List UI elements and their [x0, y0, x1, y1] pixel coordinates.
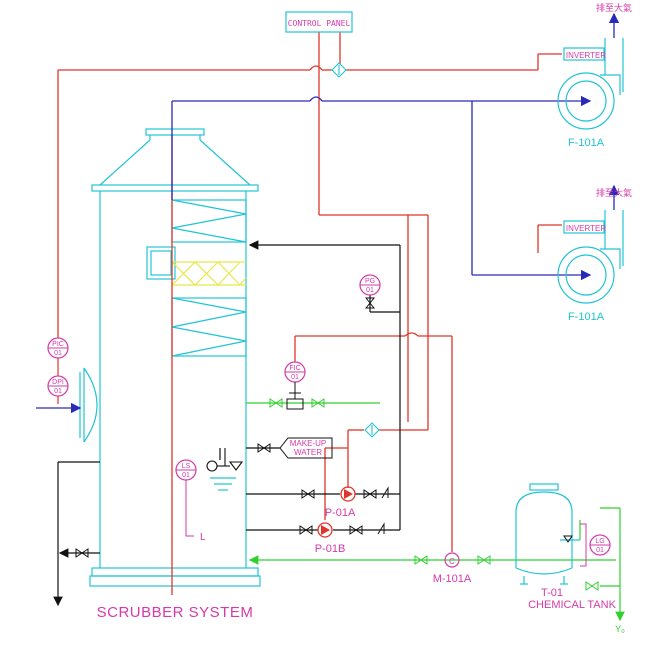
pg-top: PG	[365, 278, 375, 285]
pic-top: PIC	[52, 341, 64, 348]
makeup-line1: MAKE-UP	[290, 439, 326, 448]
valves-green	[269, 398, 599, 591]
makeup-water-tag: MAKE-UP WATER	[279, 437, 333, 459]
exhaust-bottom-label: 排至大氣	[596, 187, 632, 198]
pg-bottom: 01	[366, 287, 374, 294]
mixer-label: M-101A	[433, 573, 472, 585]
signal-lines-red	[57, 32, 562, 595]
fan-top-label: F-101A	[568, 137, 605, 149]
svg-text:C: C	[449, 557, 455, 566]
pump-a	[340, 486, 356, 502]
instrument-lg: LG 01	[589, 534, 611, 556]
inverter-top-label: INVERTER	[566, 51, 607, 60]
float-switch	[206, 448, 244, 472]
dpi-bottom: 01	[54, 388, 62, 395]
pump-b-label: P-01B	[315, 543, 346, 555]
fan-bottom-label: F-101A	[568, 311, 605, 323]
y0-label: Y₀	[615, 624, 625, 634]
instrument-fic: FIC 01	[284, 361, 306, 383]
exhaust-top-label: 排至大氣	[596, 2, 632, 13]
fan-top	[557, 38, 624, 130]
lg-top: LG	[595, 538, 604, 545]
chemical-lines-green	[246, 402, 625, 622]
system-title: SCRUBBER SYSTEM	[97, 604, 254, 621]
control-valve	[286, 392, 304, 410]
chemical-tank	[515, 483, 580, 585]
fic-bottom: 01	[291, 374, 299, 381]
pump-b	[317, 522, 333, 538]
level-l-label: L	[200, 532, 206, 543]
instrument-pic: PIC 01	[47, 337, 69, 359]
interlock-diamond-top	[331, 62, 347, 78]
instrument-dpi: DPI 01	[47, 375, 69, 397]
gas-duct-blue	[36, 12, 620, 414]
ls-bottom: 01	[182, 472, 190, 479]
scrubber-tower	[79, 128, 261, 587]
tank-id-label: T-01	[541, 587, 563, 599]
makeup-line2: WATER	[294, 448, 322, 457]
process-lines-black	[53, 240, 401, 607]
control-panel-label: CONTROL PANEL	[288, 19, 351, 28]
inverter-bottom-label: INVERTER	[566, 224, 607, 233]
control-panel: CONTROL PANEL	[285, 11, 353, 33]
pump-a-label: P-01A	[325, 507, 356, 519]
fic-top: FIC	[289, 365, 300, 372]
ls-top: LS	[182, 463, 191, 470]
interlock-diamond-mid	[364, 422, 380, 438]
lg-bottom: 01	[596, 547, 604, 554]
check-valves	[377, 486, 389, 535]
instrument-ls: LS 01	[175, 459, 197, 481]
tank-name-label: CHEMICAL TANK	[528, 599, 616, 611]
instrument-pg: PG 01	[359, 274, 381, 296]
dpi-top: DPI	[52, 379, 64, 386]
valves-black	[75, 297, 377, 558]
fan-bottom	[557, 210, 624, 304]
spray-nozzles	[171, 261, 247, 286]
pic-bottom: 01	[54, 350, 62, 357]
tank-level-marker	[563, 535, 573, 543]
mixer: C	[444, 552, 460, 568]
